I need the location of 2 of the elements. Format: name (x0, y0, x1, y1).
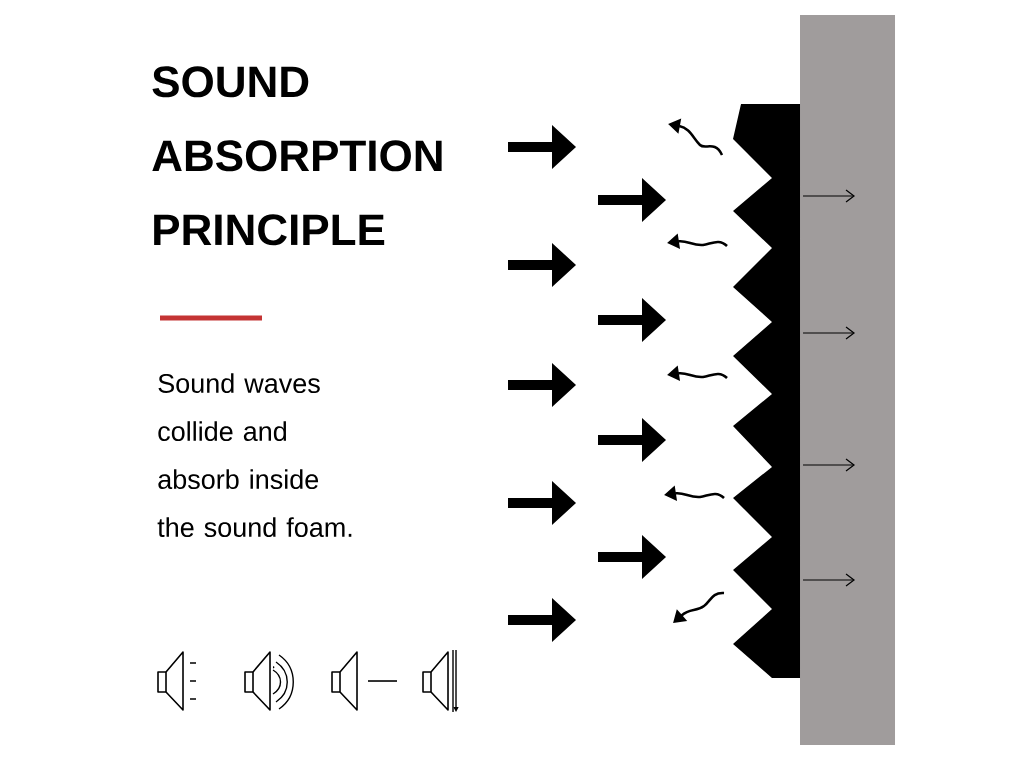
title: SOUND ABSORPTION PRINCIPLE (152, 66, 442, 246)
description: Sound waves collide and absorb inside the sound foam. (157, 373, 352, 538)
